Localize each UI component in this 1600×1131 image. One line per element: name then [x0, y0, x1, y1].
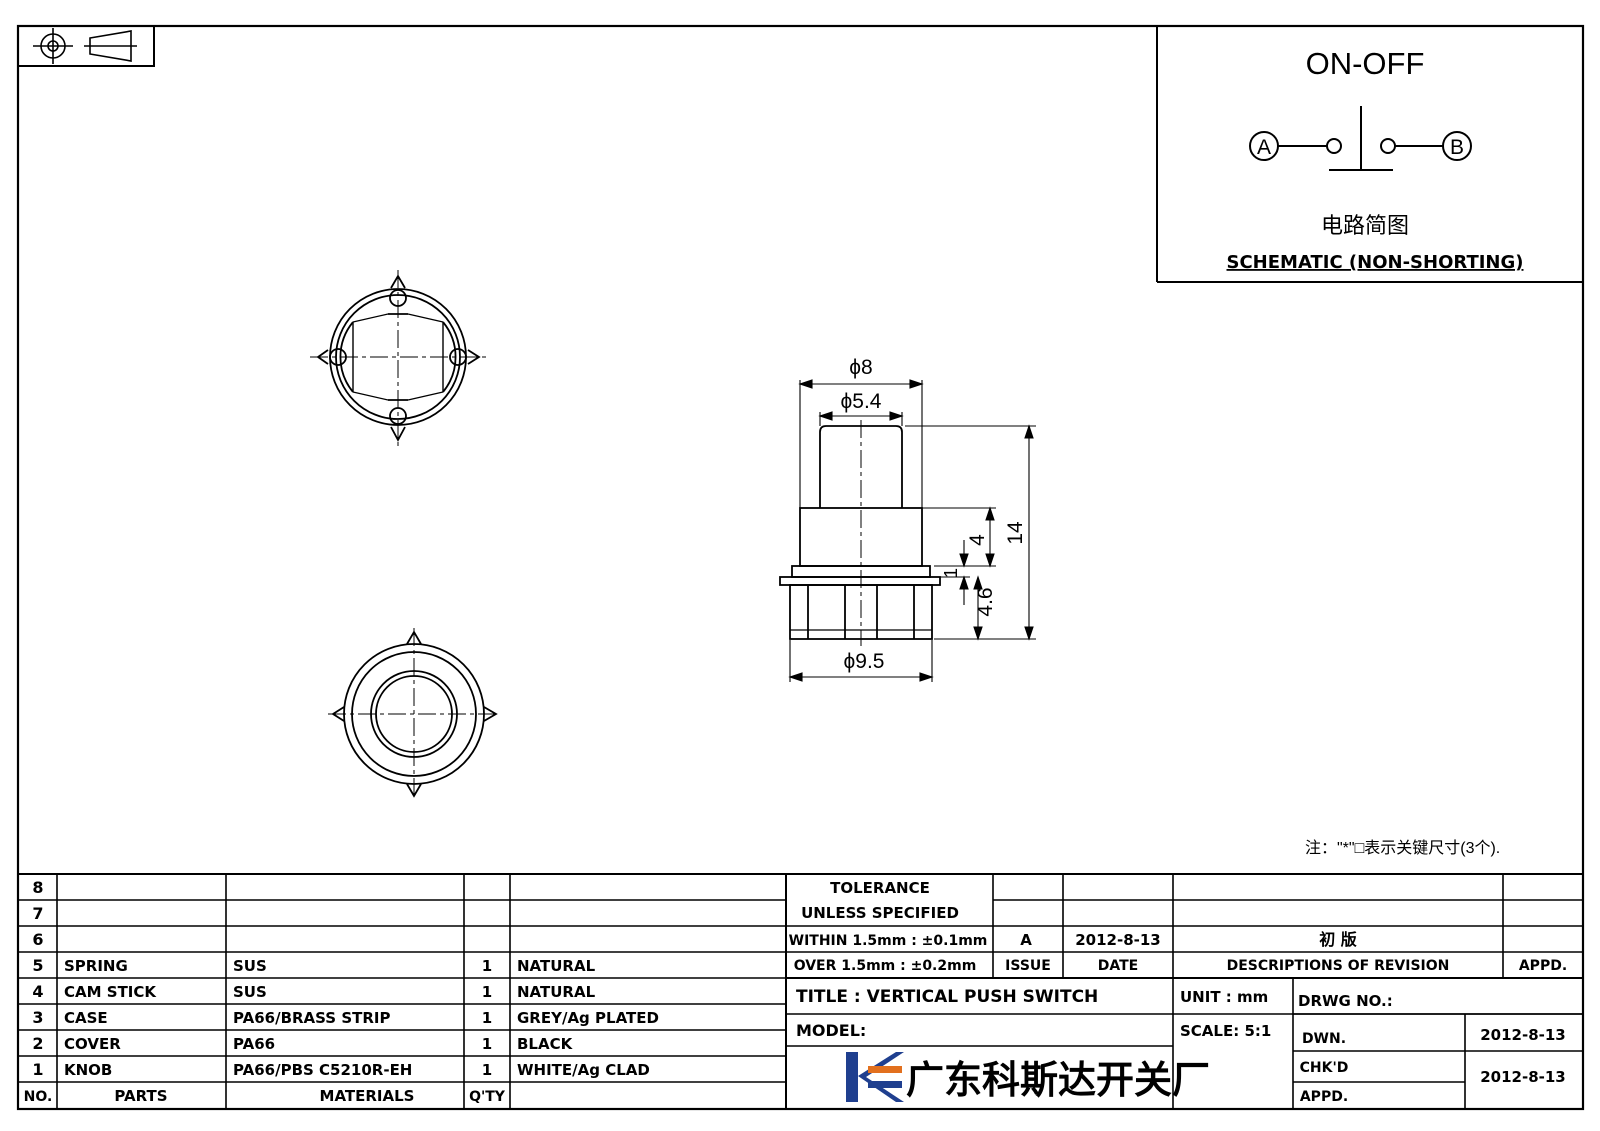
- bom-finish: NATURAL: [517, 983, 596, 1001]
- dim-phi54: ϕ5.4: [841, 390, 882, 413]
- dim-14: 14: [1004, 521, 1027, 545]
- bottom-view: [328, 628, 500, 800]
- revision-date: 2012-8-13: [1075, 931, 1161, 949]
- bom-header-materials: MATERIALS: [320, 1087, 415, 1105]
- bom-part: KNOB: [64, 1061, 112, 1079]
- revision-hdr-date: DATE: [1098, 958, 1138, 974]
- dimension-lines: [788, 379, 1036, 682]
- bom-material: SUS: [233, 983, 267, 1001]
- dwn-label: DWN.: [1302, 1031, 1346, 1047]
- appd-label: APPD.: [1300, 1089, 1348, 1105]
- revision-block: A 2012-8-13 初 版 ISSUE DATE DESCRIPTIONS …: [1005, 930, 1567, 974]
- schematic-caption-cn: 电路简图: [1321, 213, 1409, 238]
- bom-material: PA66/BRASS STRIP: [233, 1009, 391, 1027]
- bom-qty: 1: [482, 1035, 492, 1053]
- revision-hdr-appd: APPD.: [1519, 958, 1567, 974]
- unit-label: UNIT : mm: [1180, 988, 1268, 1006]
- drawing-title: TITLE : VERTICAL PUSH SWITCH: [796, 987, 1098, 1007]
- bom-material: PA66: [233, 1035, 275, 1053]
- bom-part: SPRING: [64, 957, 128, 975]
- bom-finish: GREY/Ag PLATED: [517, 1009, 659, 1027]
- bom-finish: WHITE/Ag CLAD: [517, 1061, 650, 1079]
- schematic-title: ON-OFF: [1306, 46, 1425, 81]
- drawing-number-label: DRWG NO.:: [1298, 992, 1393, 1010]
- dwn-date: 2012-8-13: [1480, 1026, 1566, 1044]
- terminal-b-circle: [1442, 131, 1472, 161]
- bom-header-qty: Q'TY: [469, 1089, 506, 1105]
- bom-header-no: NO.: [24, 1089, 53, 1105]
- sheet-border: [16, 24, 1585, 1111]
- bom-part: CASE: [64, 1009, 108, 1027]
- bom-table-grid: [18, 873, 1583, 1109]
- bom-finish: NATURAL: [517, 957, 596, 975]
- scale-label: SCALE: 5:1: [1180, 1022, 1271, 1040]
- revision-hdr-desc: DESCRIPTIONS OF REVISION: [1227, 958, 1450, 974]
- chkd-label: CHK'D: [1300, 1060, 1349, 1076]
- dim-46: 4.6: [974, 587, 997, 616]
- top-view: [310, 270, 488, 446]
- bom-no: 2: [32, 1034, 43, 1053]
- tolerance-line1: TOLERANCE: [830, 879, 930, 897]
- dim-phi8: ϕ8: [849, 356, 872, 379]
- bom-no: 7: [32, 904, 43, 923]
- bom-qty: 1: [482, 1009, 492, 1027]
- bom-material: SUS: [233, 957, 267, 975]
- bom-qty: 1: [482, 1061, 492, 1079]
- chk-date: 2012-8-13: [1480, 1068, 1566, 1086]
- side-view: [779, 420, 941, 646]
- dim-phi95: ϕ9.5: [844, 650, 885, 673]
- bom-part: COVER: [64, 1035, 121, 1053]
- company-logo: [846, 1052, 904, 1102]
- dim-1: 1: [941, 568, 961, 578]
- tolerance-line2: UNLESS SPECIFIED: [801, 904, 959, 922]
- revision-hdr-issue: ISSUE: [1005, 958, 1051, 974]
- title-block-grid: [786, 874, 1583, 1109]
- bom-rows: 8 7 6 5 4 3 2 1 SPRING CAM STICK CASE CO…: [24, 878, 659, 1105]
- tolerance-line4: OVER 1.5mm : ±0.2mm: [794, 958, 977, 974]
- revision-issue: A: [1020, 931, 1032, 949]
- bom-no: 8: [32, 878, 43, 897]
- dim-4: 4: [966, 534, 989, 546]
- schematic-panel: ON-OFF A B 电路简图 SCHEMATIC (NON-SHORTING): [1156, 26, 1583, 283]
- bom-no: 3: [32, 1008, 43, 1027]
- company-name: 广东科斯达开关厂: [906, 1060, 1210, 1102]
- bom-finish: BLACK: [517, 1035, 574, 1053]
- bom-no: 4: [32, 982, 43, 1001]
- terminal-a-label: A: [1257, 136, 1271, 159]
- bom-header-parts: PARTS: [114, 1087, 167, 1105]
- title-block: TITLE : VERTICAL PUSH SWITCH UNIT : mm D…: [796, 987, 1566, 1105]
- key-dimension-note: 注："*"□表示关键尺寸(3个).: [1305, 839, 1500, 857]
- bom-no: 5: [32, 956, 43, 975]
- schematic-caption-en: SCHEMATIC (NON-SHORTING): [1227, 252, 1524, 273]
- bom-qty: 1: [482, 983, 492, 1001]
- revision-description: 初 版: [1319, 930, 1357, 949]
- terminal-b-label: B: [1450, 136, 1464, 159]
- bom-part: CAM STICK: [64, 983, 157, 1001]
- tolerance-block: TOLERANCE UNLESS SPECIFIED WITHIN 1.5mm …: [789, 879, 988, 974]
- bom-no: 6: [32, 930, 43, 949]
- bom-material: PA66/PBS C5210R-EH: [233, 1061, 412, 1079]
- tolerance-line3: WITHIN 1.5mm : ±0.1mm: [789, 933, 988, 949]
- projection-symbol: [17, 25, 155, 67]
- switch-symbol: [1249, 106, 1472, 171]
- model-label: MODEL:: [796, 1021, 866, 1040]
- bom-qty: 1: [482, 957, 492, 975]
- bom-no: 1: [32, 1060, 43, 1079]
